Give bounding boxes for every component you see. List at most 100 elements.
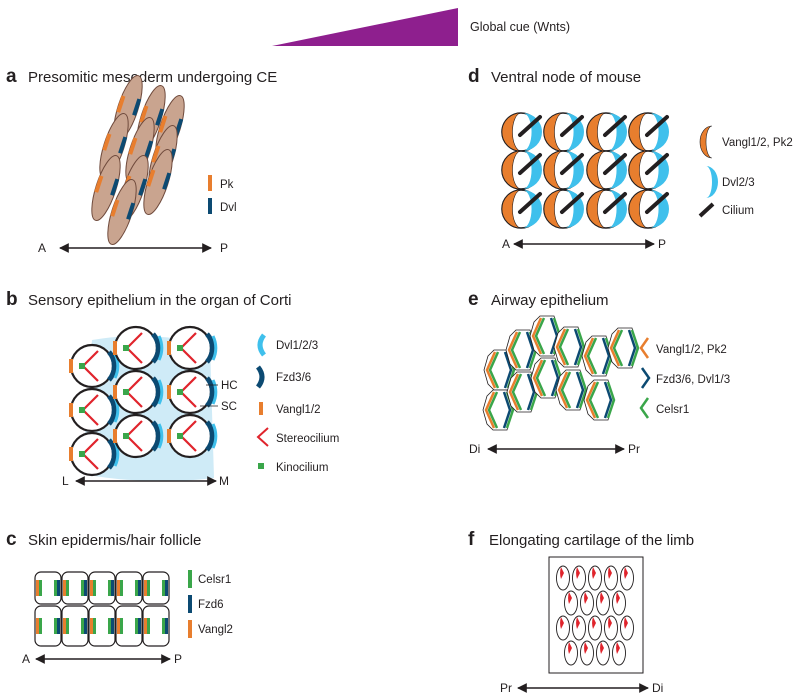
- mesoderm-cell-group: [91, 75, 185, 245]
- vangl-mark: [113, 429, 117, 443]
- dvl-crescent: [523, 113, 542, 151]
- legend-label-pk: Pk: [220, 179, 234, 191]
- celsr1-chevron: [535, 359, 547, 397]
- polarity-mark: [560, 567, 564, 579]
- epidermis-cell-outline: [142, 605, 170, 647]
- fzd-crescent: [151, 376, 161, 408]
- cilium-bar-icon: [603, 153, 627, 175]
- epidermis-cell: [88, 605, 116, 647]
- dvl-mark: [110, 178, 120, 196]
- fzd-dvl-chevron: [550, 359, 560, 397]
- dvl-mark: [138, 178, 148, 196]
- pk-mark: [146, 169, 156, 187]
- epidermis-cell-outline: [115, 605, 143, 647]
- legend-label-celsr1: Celsr1: [198, 574, 231, 586]
- airway-cell: [483, 349, 516, 391]
- epidermis-cell-outline: [61, 605, 89, 647]
- axis-label-left: A: [38, 241, 46, 255]
- vangl-pk-chevron: [485, 351, 497, 389]
- pk-mark: [110, 199, 120, 217]
- panel-a-title: Presomitic mesoderm undergoing CE: [28, 69, 277, 86]
- fzd-dvl-chevron: [627, 329, 637, 367]
- chondrocyte: [556, 615, 570, 641]
- celsr1-mark: [54, 618, 57, 634]
- panel-d: d Ventral node of mouse Vangl1/2, Pk2 Dv…: [468, 66, 793, 251]
- node-cell: [501, 112, 542, 152]
- polarity-mark: [584, 592, 588, 604]
- cilium-bar-icon: [603, 115, 627, 137]
- node-cell: [501, 150, 542, 190]
- vangl2-mark: [144, 618, 147, 634]
- chondrocyte-outline: [556, 615, 570, 641]
- celsr1-chevron: [606, 381, 616, 419]
- vangl2-mark: [117, 580, 120, 596]
- kinocilium-dot: [79, 451, 85, 457]
- dvl-crescent: [157, 423, 164, 449]
- dvl-mark: [162, 172, 172, 190]
- vangl-mark: [167, 385, 171, 399]
- axis-label-left: A: [502, 237, 510, 251]
- hair-cell-outline: [113, 369, 159, 415]
- hair-cell: [167, 369, 218, 415]
- hair-cell: [113, 325, 164, 371]
- hair-cell-outline: [69, 343, 115, 389]
- vangl2-mark: [36, 618, 39, 634]
- chondrocyte: [604, 615, 618, 641]
- celsr1-mark: [120, 618, 123, 634]
- fzd-dvl-chevron: [503, 351, 513, 389]
- node-cell: [628, 112, 669, 152]
- chondrocyte-outline: [612, 590, 626, 616]
- polarity-mark: [584, 642, 588, 654]
- celsr1-chevron: [586, 337, 598, 375]
- kinocilium-dot: [123, 345, 129, 351]
- panel-c-title: Skin epidermis/hair follicle: [28, 532, 201, 549]
- chondrocyte: [596, 640, 610, 666]
- hair-cell: [113, 369, 164, 415]
- fzd-dvl-chevron: [573, 328, 583, 366]
- fzd6-mark: [57, 618, 60, 634]
- legend-swatch-celsr1: [188, 570, 192, 588]
- chondrocyte: [596, 590, 610, 616]
- vangl-pk-crescent: [628, 189, 649, 229]
- axis-label-left: Di: [469, 442, 480, 456]
- legend-swatch-dvl123: [257, 333, 267, 357]
- chondrocyte: [580, 640, 594, 666]
- legend-label-vangl12-pk2: Vangl1/2, Pk2: [656, 344, 727, 356]
- cilium-bar-icon: [560, 153, 584, 175]
- cilium-bar-icon: [645, 115, 669, 137]
- hair-cell-outline: [167, 413, 213, 459]
- chondrocyte: [572, 615, 586, 641]
- panel-c-label: c: [6, 529, 17, 550]
- kinocilium-dot: [79, 407, 85, 413]
- legend-swatch-vangl2: [188, 620, 192, 638]
- fzd-dvl-chevron: [526, 373, 536, 411]
- legend-swatch-kinocilium: [258, 463, 264, 469]
- kinocilium-dot: [177, 345, 183, 351]
- dvl-crescent: [650, 151, 669, 189]
- chondrocyte-outline: [572, 615, 586, 641]
- polarity-mark: [568, 642, 572, 654]
- vangl-pk-crescent: [501, 189, 522, 229]
- hair-cell-outline: [69, 387, 115, 433]
- legend-label-fzd6: Fzd6: [198, 599, 224, 611]
- polarity-mark: [616, 642, 620, 654]
- fzd6-mark: [84, 580, 87, 596]
- panel-e: e Airway epithelium Vangl1/2, Pk2 Fzd3/6…: [468, 289, 730, 456]
- fzd-crescent: [205, 332, 215, 364]
- panel-b-title: Sensory epithelium in the organ of Corti: [28, 292, 291, 309]
- airway-cell: [530, 357, 563, 399]
- dvl-crescent: [650, 190, 669, 228]
- chondrocyte-outline: [596, 590, 610, 616]
- vangl-pk-crescent: [586, 189, 607, 229]
- legend-label-cilium: Cilium: [722, 205, 754, 217]
- kinocilium-dot: [123, 433, 129, 439]
- chondrocyte-outline: [572, 565, 586, 591]
- vangl-pk-crescent: [543, 189, 564, 229]
- hair-cell: [167, 413, 218, 459]
- airway-cell: [529, 315, 562, 357]
- legend-swatch-dvl23: [706, 166, 718, 198]
- chondrocyte-outline: [620, 615, 634, 641]
- axis-label-right: Di: [652, 681, 663, 695]
- vangl2-mark: [144, 580, 147, 596]
- global-cue: Global cue (Wnts): [272, 8, 570, 46]
